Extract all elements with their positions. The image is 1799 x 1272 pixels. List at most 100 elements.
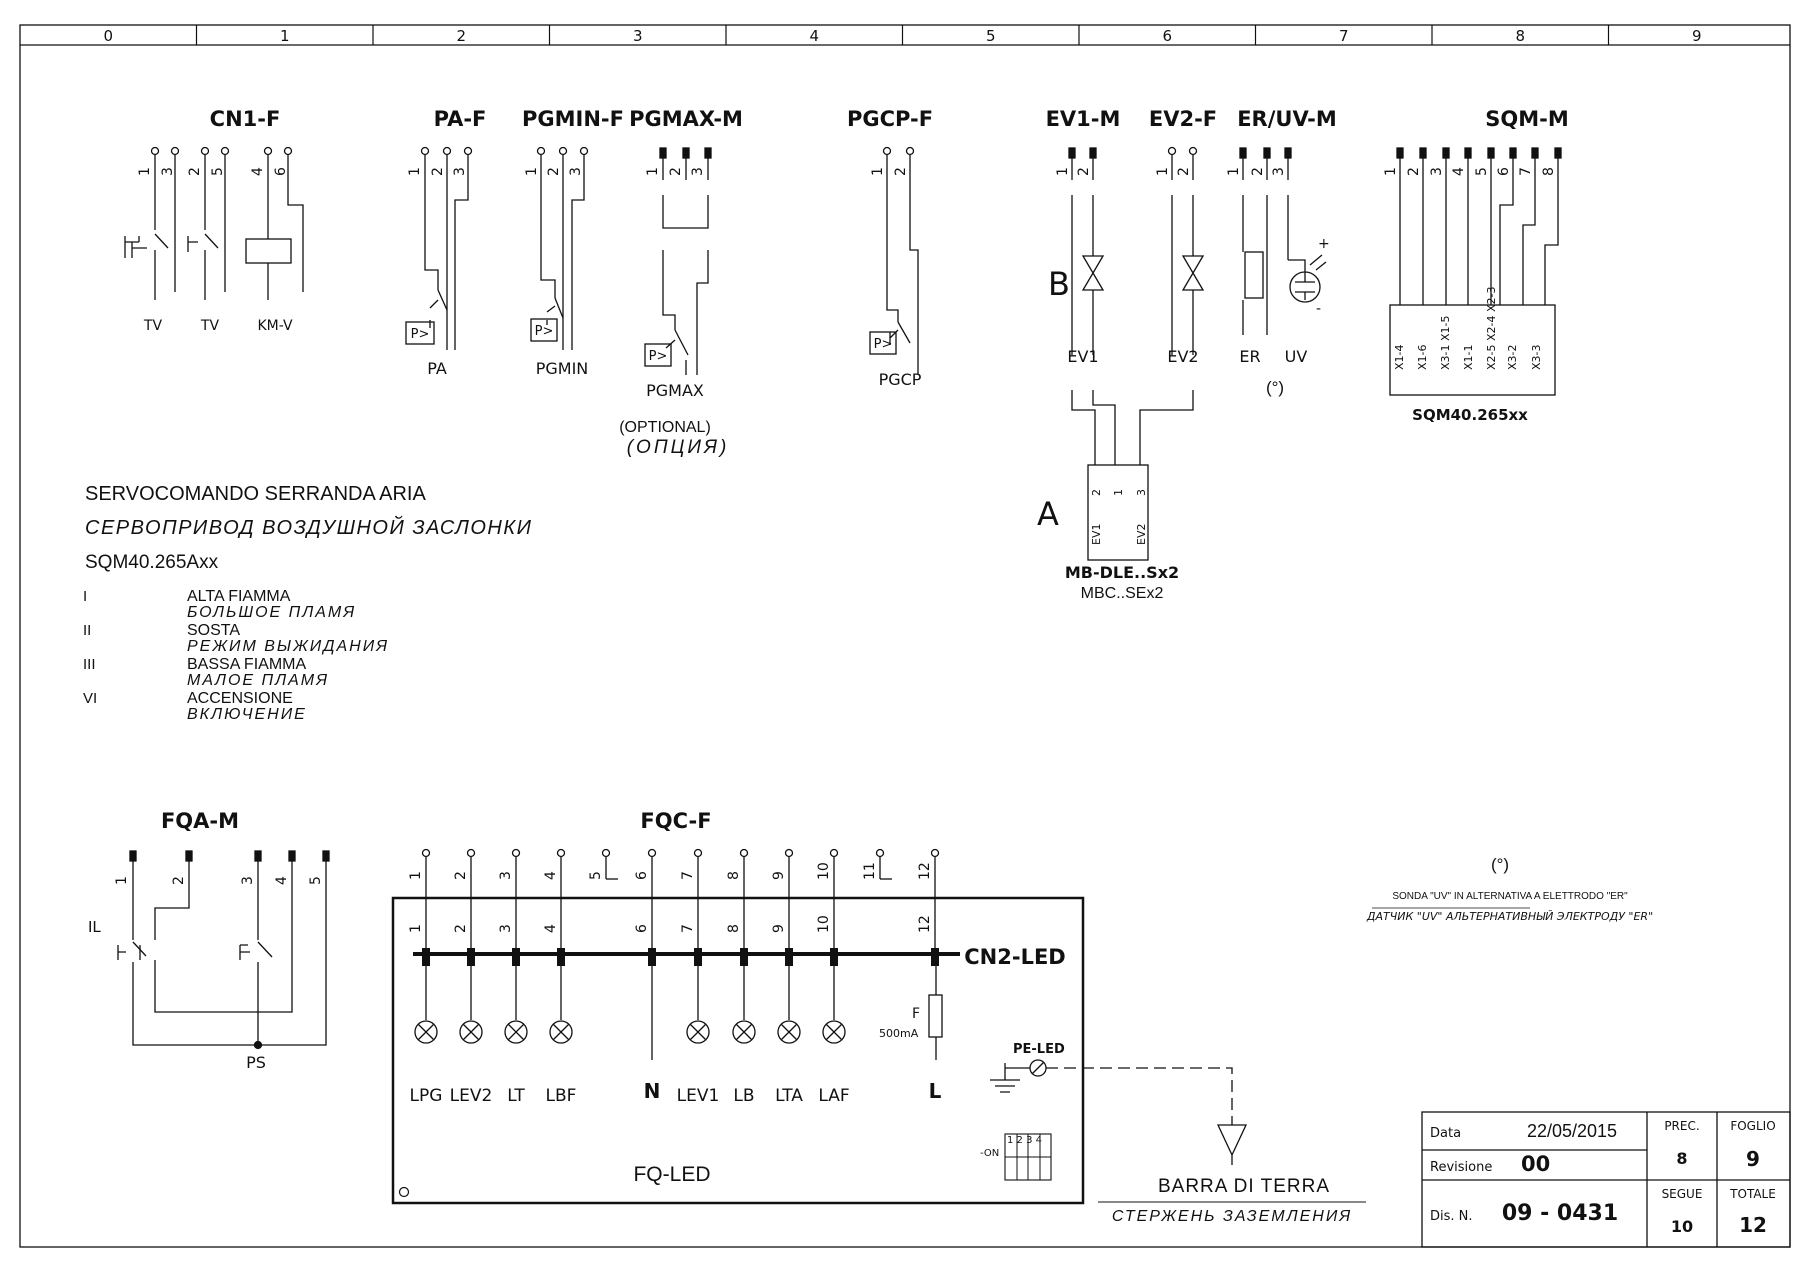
led-lamp-cross	[462, 1023, 480, 1041]
grid-column-number: 4	[809, 27, 819, 45]
valve-a-label: A	[1037, 495, 1059, 533]
eruv-title: ER/UV-M	[1237, 107, 1337, 131]
pgcp-sensor: P>	[874, 337, 893, 352]
pgmin-pin: 2	[546, 167, 562, 176]
cn2-pin-number: 8	[726, 924, 742, 933]
tb-data-value: 22/05/2015	[1527, 1121, 1617, 1141]
tb-segue-value: 10	[1671, 1217, 1693, 1236]
pgmax-optional: (OPTIONAL)	[619, 419, 711, 436]
pgmin-label: PGMIN	[536, 359, 589, 378]
cn1-pin: 1	[137, 167, 153, 176]
pgmax-pin: 1	[645, 167, 661, 176]
pa-sensor: P>	[411, 327, 430, 342]
block-pin: 1	[1112, 489, 1125, 496]
servo-position-ru: БОЛЬШОЕ ПЛАМЯ	[187, 604, 356, 621]
sqm-terminal-label: X1-4	[1393, 344, 1406, 370]
pgcp-switch	[869, 146, 919, 375]
earth-bar-ru: СТЕРЖЕНЬ ЗАЗЕМЛЕНИЯ	[1112, 1208, 1352, 1225]
pgcp-pin: 1	[870, 167, 886, 176]
servo-position-it: ACCENSIONE	[187, 690, 293, 707]
fqa-ps-label: PS	[246, 1053, 266, 1072]
led-lamp-icon	[732, 1020, 756, 1044]
tb-totale-value: 12	[1739, 1213, 1767, 1237]
fqc-pin-number: 7	[680, 871, 696, 880]
sqm-pin: 7	[1518, 167, 1534, 176]
servo-position-ru: ВКЛЮЧЕНИЕ	[187, 706, 307, 723]
uv-minus: -	[1316, 301, 1321, 317]
fqc-pin-number: 2	[453, 871, 469, 880]
fqc-pin-number: 10	[816, 862, 832, 880]
pgmin-switch	[530, 146, 589, 350]
block-ev2: EV2	[1135, 524, 1148, 545]
pa-pin: 2	[430, 167, 446, 176]
fqc-pin-socket	[647, 848, 657, 858]
pgcp-label: PGCP	[879, 370, 922, 389]
cn1-title: CN1-F	[210, 107, 281, 131]
sqm-terminal-label: X3-2	[1506, 344, 1519, 370]
tb-totale-label: TOTALE	[1729, 1187, 1776, 1201]
servo-position-number: II	[83, 622, 91, 639]
cn1-pin: 6	[273, 167, 289, 176]
earth-bar-it: BARRA DI TERRA	[1158, 1176, 1330, 1197]
grid-column-number: 7	[1339, 27, 1349, 45]
ev1-pin: 2	[1076, 167, 1092, 176]
led-lamp-icon	[686, 1020, 710, 1044]
fuse-value: 500mA	[879, 1027, 919, 1040]
servo-position-it: SOSTA	[187, 622, 240, 639]
cn2-pin-block	[557, 948, 565, 966]
fqc-pin-socket	[556, 848, 566, 858]
servo-position-it: BASSA FIAMMA	[187, 656, 306, 673]
sqm-terminal-label: X1-1	[1462, 344, 1475, 370]
dip-on: -ON	[980, 1148, 999, 1159]
pgcp-pin: 2	[893, 167, 909, 176]
cn2-pin-block	[422, 948, 430, 966]
pgmax-pin: 2	[668, 167, 684, 176]
tb-prec-value: 8	[1676, 1149, 1687, 1168]
led-lamp-cross	[735, 1023, 753, 1041]
tb-rev-label: Revisione	[1430, 1160, 1492, 1175]
cn2-pin-number: 12	[917, 915, 933, 933]
grid-column-number: 8	[1515, 27, 1525, 45]
servo-position-ru: РЕЖИМ ВЫЖИДАНИЯ	[187, 638, 389, 655]
tb-segue-label: SEGUE	[1662, 1187, 1703, 1201]
pgmin-sensor: P>	[535, 324, 554, 339]
ev2-pin: 2	[1176, 167, 1192, 176]
fqa-pin: 2	[171, 876, 187, 885]
fq-led-board	[391, 896, 1248, 1205]
sqm-title: SQM-M	[1485, 107, 1569, 131]
cn1-pin: 4	[250, 167, 266, 176]
block-pin: 2	[1090, 489, 1103, 496]
led-lamp-cross	[780, 1023, 798, 1041]
cn1-pin: 2	[187, 167, 203, 176]
grid-column-number: 5	[986, 27, 996, 45]
led-label: LT	[507, 1086, 525, 1106]
pgmin-title: PGMIN-F	[522, 107, 624, 131]
led-lamp-cross	[507, 1023, 525, 1041]
eruv-pin: 2	[1250, 167, 1266, 176]
servo-position-number: VI	[83, 690, 97, 707]
fqc-pin-socket	[693, 848, 703, 858]
led-lamp-cross	[417, 1023, 435, 1041]
servo-position-ru: МАЛОЕ ПЛАМЯ	[187, 672, 329, 689]
cn1-pin: 5	[210, 167, 226, 176]
led-lamp-icon	[777, 1020, 801, 1044]
tb-rev-value: 00	[1521, 1152, 1550, 1176]
uv-plus: +	[1318, 236, 1330, 252]
fqc-pin-number: 6	[634, 871, 650, 880]
fqc-pin-number: 9	[771, 871, 787, 880]
block-pin: 3	[1135, 489, 1148, 496]
cn1-label-tv1: TV	[143, 318, 163, 334]
valves-wiring	[1068, 146, 1327, 561]
sqm-pin: 1	[1383, 167, 1399, 176]
grid-column-number: 9	[1692, 27, 1702, 45]
led-lamp-icon	[504, 1020, 528, 1044]
fqa-connector	[117, 850, 330, 1050]
led-label: L	[929, 1079, 942, 1103]
valve-block-model-alt: MBC..SEx2	[1081, 585, 1164, 602]
fqc-pin-number: 5	[588, 871, 604, 880]
cn2-pin-number: 10	[816, 915, 832, 933]
cn2-pin-number: 9	[771, 924, 787, 933]
cn2-pin-block	[830, 948, 838, 966]
